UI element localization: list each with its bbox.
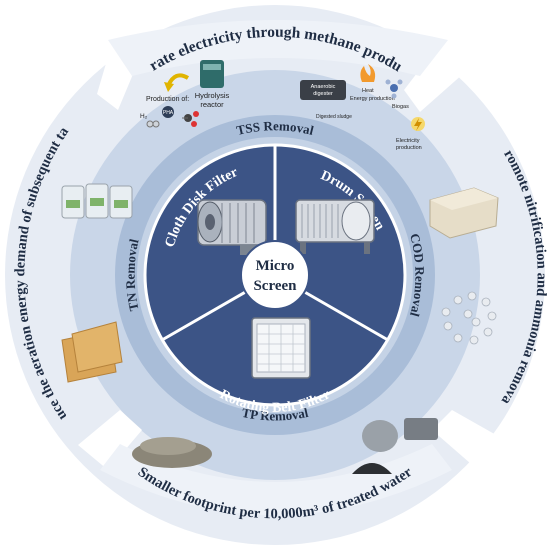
- hydrolysis-reactor-line2: reactor: [200, 100, 224, 109]
- electricity-line1: Electricity: [396, 138, 420, 144]
- energy-label: Energy production: [350, 96, 395, 102]
- bottom-banner: [100, 444, 452, 515]
- sheets-image: [61, 321, 123, 383]
- foam-block-image: [429, 187, 499, 239]
- h2-label: H₂: [140, 113, 148, 120]
- drum-screen-icon: [295, 199, 375, 254]
- fullerene-image: [441, 291, 497, 345]
- pha-label: PHA: [163, 110, 174, 116]
- hydrolysis-panel: Hydrolysis reactor Production of: H₂ PHA: [140, 60, 230, 128]
- digester-line1: Anaerobic: [311, 84, 336, 90]
- digested-sludge-label: Digested sludge: [316, 114, 352, 120]
- removal-tp: TP Removal: [241, 405, 310, 424]
- filter-media-image: [352, 418, 438, 474]
- removal-tss: TSS Removal: [235, 118, 316, 138]
- canisters-image: [61, 183, 133, 219]
- center-circle: [240, 240, 310, 310]
- rotating-belt-filter-icon: [251, 317, 311, 379]
- anaerobic-panel: Anaerobic digester Heat Energy productio…: [300, 64, 425, 151]
- digester-line2: digester: [313, 91, 333, 97]
- cloth-disk-filter-icon: [197, 199, 267, 255]
- production-of-label: Production of:: [146, 96, 189, 103]
- center-label-line1: Micro: [256, 258, 295, 274]
- center-label-line2: Screen: [253, 278, 297, 294]
- biogas-label: Biogas: [392, 104, 409, 110]
- granules-image: [132, 437, 212, 468]
- hydrolysis-reactor-line1: Hydrolysis: [195, 91, 230, 100]
- removal-tn: TN Removal: [122, 237, 141, 312]
- electricity-line2: production: [396, 145, 422, 151]
- top-banner: [108, 20, 448, 76]
- removal-cod: COD Removal: [407, 232, 428, 319]
- heat-label: Heat: [362, 88, 374, 94]
